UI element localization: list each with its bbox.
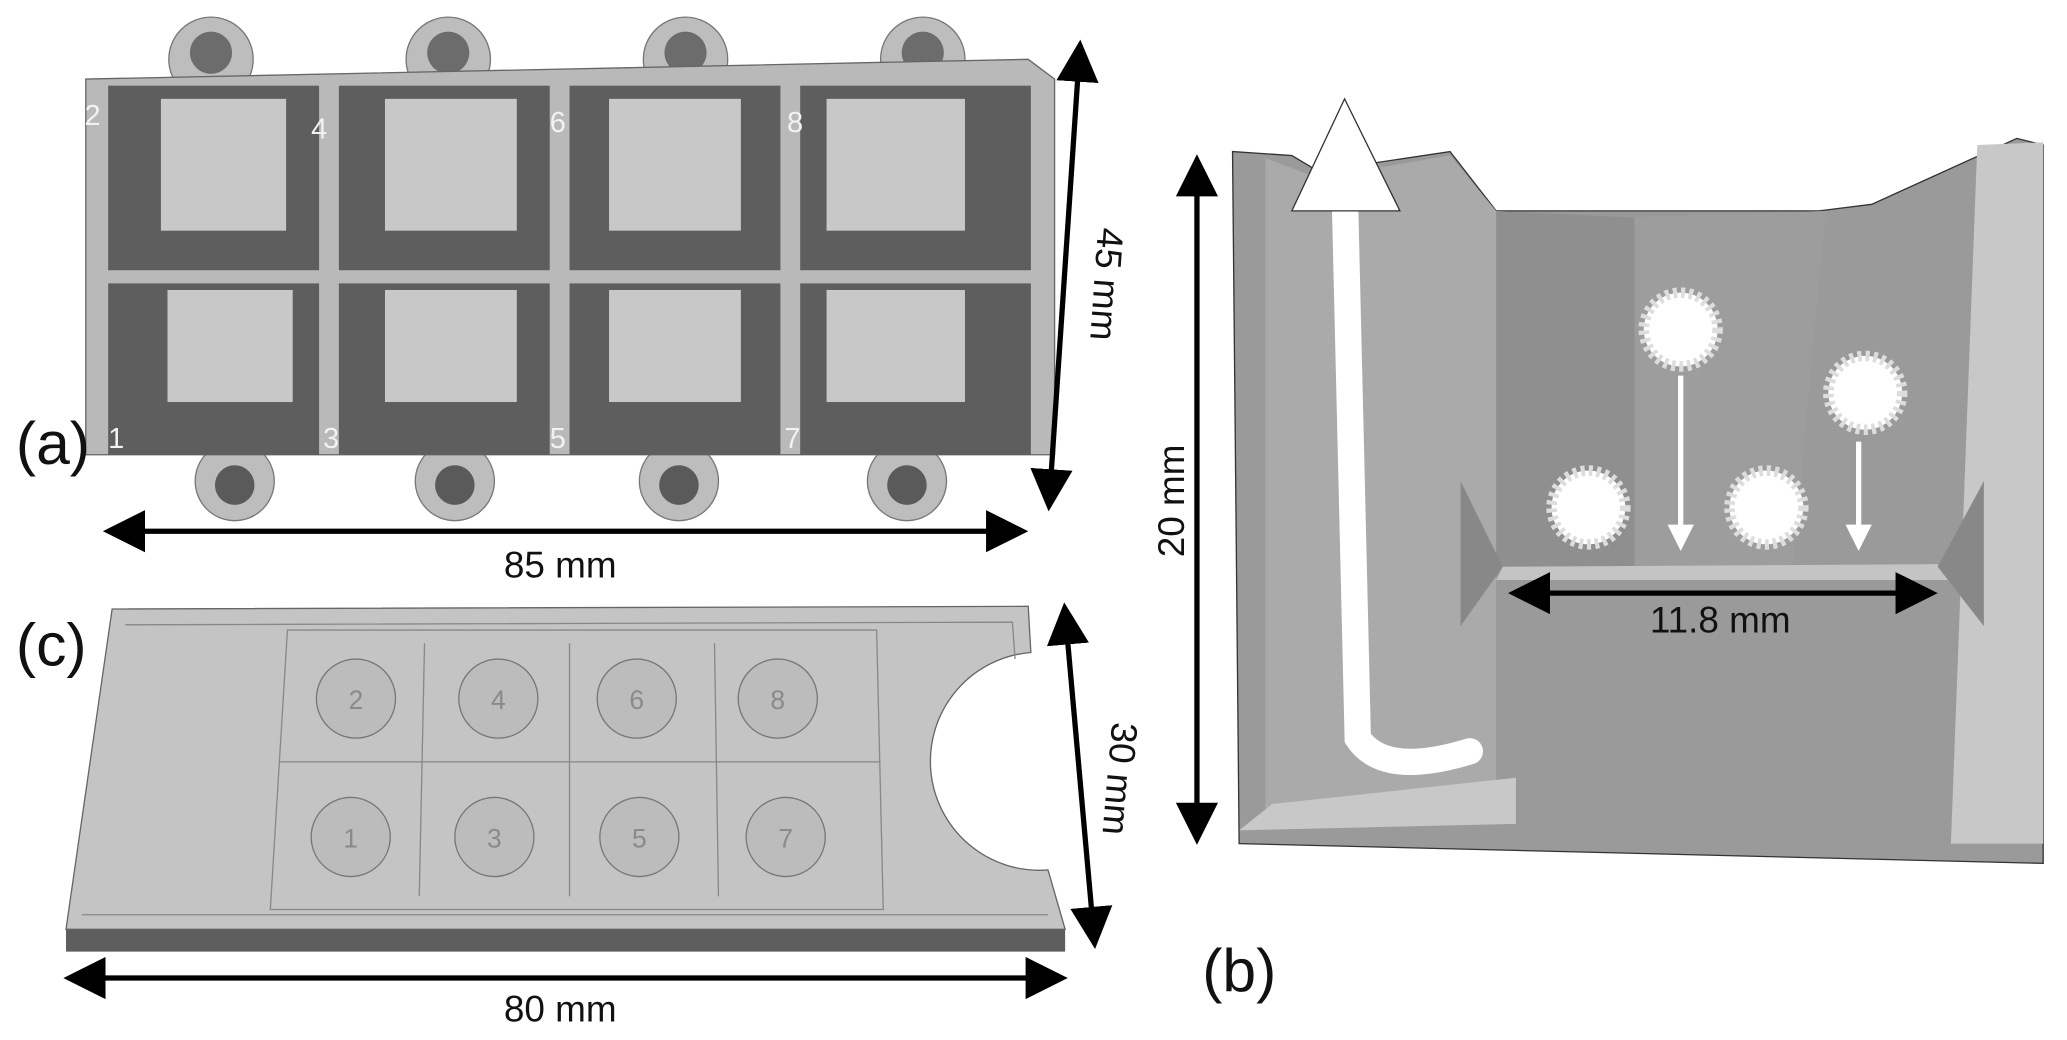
- well-number: 2: [84, 100, 100, 132]
- flow-arrowhead: [1290, 97, 1401, 212]
- platform: [1496, 564, 1951, 580]
- well-number: 1: [108, 423, 124, 455]
- well-number: 4: [311, 113, 327, 145]
- panel-label: (a): [16, 409, 90, 477]
- panel-a: 2 4 6 8 1 3 5 7 85 mm 45 mm (a): [16, 16, 1131, 585]
- panel-c: 2 4 6 8 1 3 5 7 80 mm 30 mm (c): [16, 602, 1145, 1030]
- well-number: 3: [323, 423, 339, 455]
- well-number: 2: [349, 685, 364, 715]
- well-number: 5: [632, 824, 647, 854]
- well-number: 4: [491, 685, 506, 715]
- height-dimension: 45 mm: [1082, 227, 1131, 342]
- height-arrow: [1030, 39, 1099, 512]
- lid-plate: [65, 605, 1067, 930]
- lid-grid: [269, 629, 884, 911]
- well-number: 1: [343, 824, 358, 854]
- platform-dimension: 11.8 mm: [1650, 600, 1791, 641]
- flow-arrow: [1331, 171, 1483, 776]
- well-number: 6: [550, 107, 566, 139]
- height-arrow: [1046, 602, 1113, 950]
- panel-b: 11.8 mm 20 mm (b): [1151, 97, 2044, 1004]
- well-number: 3: [487, 824, 502, 854]
- bottom-tabs: [194, 440, 948, 522]
- well-number: 5: [550, 423, 566, 455]
- height-dimension: 20 mm: [1151, 445, 1192, 558]
- width-dimension: 80 mm: [504, 989, 617, 1030]
- panel-label: (b): [1202, 936, 1276, 1004]
- cell-icons: [1546, 287, 1908, 550]
- well-number: 8: [770, 685, 785, 715]
- well-number: 7: [784, 423, 800, 455]
- well-number: 8: [787, 107, 803, 139]
- wells: [108, 85, 1031, 455]
- panel-label: (c): [16, 611, 87, 679]
- well-number: 7: [778, 824, 793, 854]
- well-number: 6: [629, 685, 644, 715]
- width-dimension: 85 mm: [504, 544, 617, 585]
- height-dimension: 30 mm: [1094, 721, 1145, 837]
